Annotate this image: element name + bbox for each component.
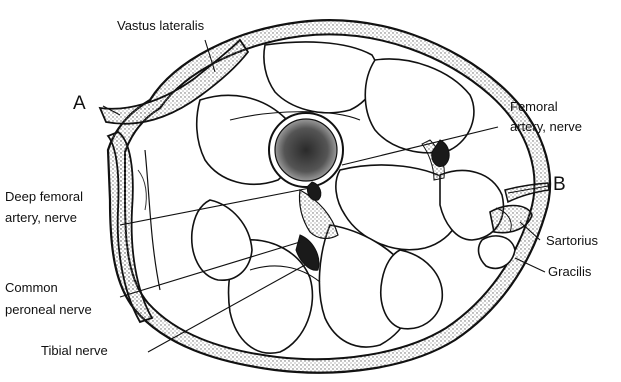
label-sartorius: Sartorius [546, 233, 598, 249]
label-gracilis: Gracilis [548, 264, 591, 280]
label-common-peroneal-line1: Common [5, 280, 58, 296]
label-tibial-nerve: Tibial nerve [41, 343, 108, 359]
label-femoral-line2: artery, nerve [510, 119, 582, 135]
label-vastus-lateralis: Vastus lateralis [117, 18, 204, 34]
label-common-peroneal-line2: peroneal nerve [5, 302, 92, 318]
label-a: A [73, 94, 86, 114]
label-deep-femoral-line2: artery, nerve [5, 210, 77, 226]
label-deep-femoral-line1: Deep femoral [5, 189, 83, 205]
label-femoral-line1: Femoral [510, 99, 558, 115]
femur-bone [269, 113, 343, 187]
label-b: B [553, 175, 566, 195]
